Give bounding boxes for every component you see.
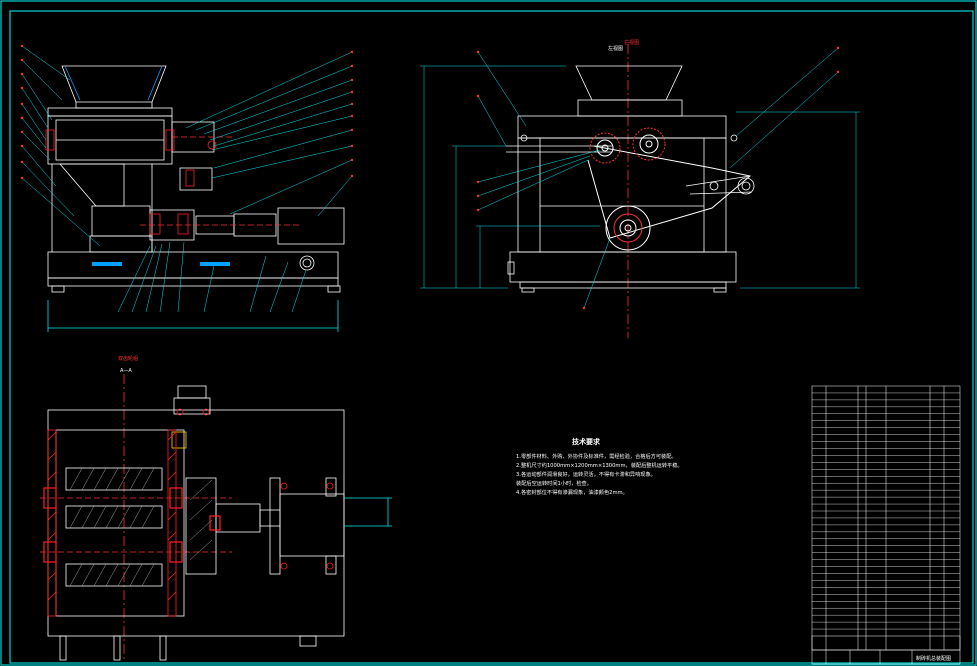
section-view-title: 双齿轮组 (118, 355, 138, 362)
front-view-leaders (21, 45, 353, 313)
tech-requirement-line: 2.整机尺寸约1000mm×1200mm×1300mm，装配后整机运转平稳。 (516, 461, 683, 469)
tech-requirements-lines: 1.零部件材料、外购、外协件及标准件，需经检验，合格后方可装配。 2.整机尺寸约… (516, 452, 683, 496)
section-view-hatch (43, 408, 334, 617)
tech-requirements-title: 技术要求 (572, 437, 601, 446)
parts-list-rows (812, 392, 960, 630)
side-view-title: 右视图 (624, 39, 639, 46)
side-view-balloons (476, 46, 840, 310)
front-view-balloons (20, 44, 354, 180)
section-view-label: A—A (120, 368, 132, 374)
section-view (40, 374, 392, 661)
title-block (811, 635, 961, 665)
tech-requirement-line: 4.各密封部位不得有渗漏现象，油漆颜色2mm。 (516, 488, 628, 496)
tech-requirement-line: 3.各运动部件润滑良好，运转灵活，不得有卡滞和异响现象。 (516, 470, 656, 478)
tech-requirement-line: 装配后空运转时间1小时，检查。 (516, 479, 592, 487)
front-view (45, 65, 345, 332)
inner-frame (9, 10, 974, 664)
tech-requirement-line: 1.零部件材料、外购、外协件及标准件，需经检验，合格后方可装配。 (516, 452, 677, 460)
side-view-dimensions (420, 47, 860, 309)
section-view-roller-hatch (69, 467, 213, 587)
side-view-label: 左视图 (608, 45, 623, 52)
side-view (506, 44, 755, 338)
side-view-gears (589, 127, 666, 251)
drawing-title: 制砖机总装配图 (916, 655, 951, 662)
